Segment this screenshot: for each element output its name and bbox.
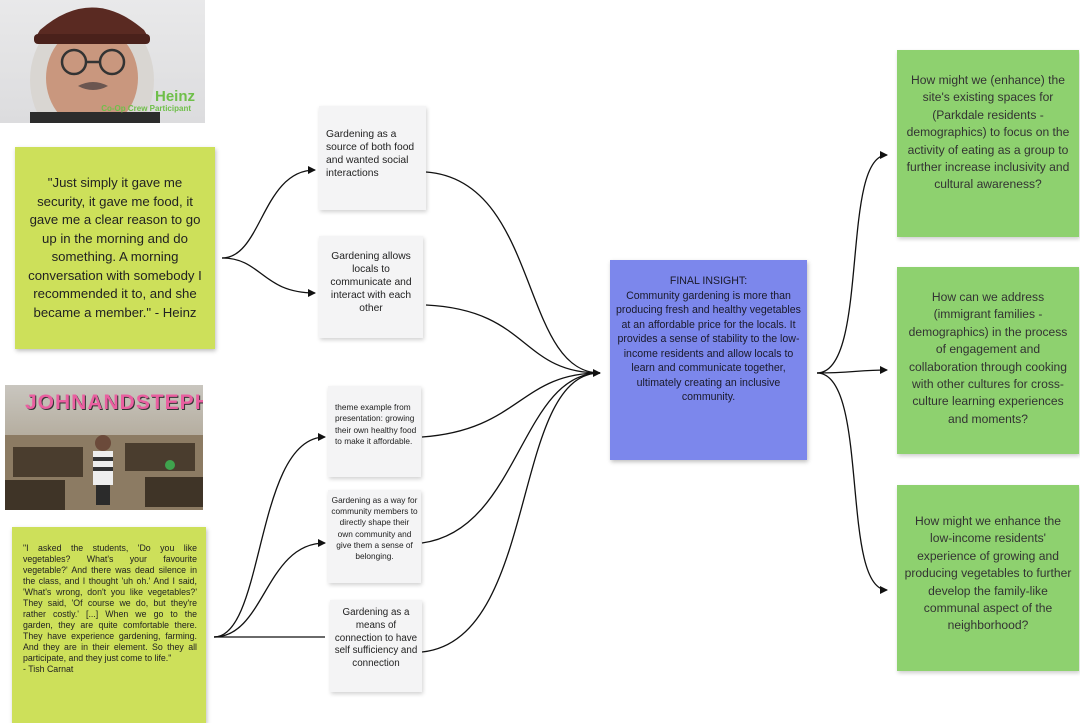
heinz-quote-note[interactable]: "Just simply it gave me security, it gav…	[15, 147, 215, 349]
theme-note-communicate[interactable]: Gardening allows locals to communicate a…	[319, 236, 423, 338]
arrow-tish-to-theme4	[213, 539, 326, 638]
arrow-tish-to-theme3	[213, 433, 326, 638]
tish-quote-text: "I asked the students, 'Do you like vege…	[23, 543, 197, 674]
hmw-text-low-income: How might we enhance the low-income resi…	[904, 514, 1072, 633]
hmw-text-cross-culture: How can we address (immigrant families -…	[908, 290, 1068, 426]
arrow-heinz-to-theme1	[221, 166, 316, 259]
theme-note-affordable[interactable]: theme example from presentation: growing…	[328, 386, 421, 477]
garden-photo: JOHNANDSTEPH	[5, 385, 203, 510]
theme-text-affordable: theme example from presentation: growing…	[335, 402, 417, 447]
theme-text-communicate: Gardening allows locals to communicate a…	[330, 251, 412, 314]
final-insight-title: FINAL INSIGHT:	[669, 275, 748, 287]
arrow-insight-to-hmw3	[816, 372, 888, 594]
arrow-theme3-to-insight	[421, 372, 601, 438]
arrow-theme4-to-insight	[421, 372, 601, 544]
theme-text-self-sufficiency: Gardening as a means of connection to ha…	[334, 607, 418, 670]
arrow-insight-to-hmw1	[816, 151, 888, 374]
hmw-note-eating-together[interactable]: How might we (enhance) the site's existi…	[897, 50, 1079, 237]
heinz-photo-name: Heinz	[154, 88, 195, 105]
garden-banner-text: JOHNANDSTEPH	[25, 391, 203, 414]
arrow-theme5-to-insight	[421, 369, 601, 653]
heinz-portrait-graphic	[30, 7, 160, 123]
theme-text-belonging: Gardening as a way for community members…	[331, 495, 418, 562]
heinz-photo-caption: Co-Op Crew Participant	[101, 104, 191, 113]
theme-note-belonging[interactable]: Gardening as a way for community members…	[328, 490, 421, 583]
arrow-theme1-to-insight	[425, 171, 601, 374]
theme-note-food-social[interactable]: Gardening as a source of both food and w…	[319, 106, 426, 210]
hmw-note-cross-culture[interactable]: How can we address (immigrant families -…	[897, 267, 1079, 454]
hmw-note-low-income[interactable]: How might we enhance the low-income resi…	[897, 485, 1079, 671]
heinz-photo: Heinz Co-Op Crew Participant	[0, 0, 205, 123]
arrow-theme2-to-insight	[425, 304, 601, 374]
arrow-heinz-to-theme2	[221, 257, 316, 297]
arrow-insight-to-hmw2	[816, 366, 888, 375]
final-insight-note[interactable]: FINAL INSIGHT: Community gardening is mo…	[610, 260, 807, 460]
theme-text-food-social: Gardening as a source of both food and w…	[326, 129, 415, 179]
garden-scene-graphic	[5, 435, 203, 510]
final-insight-body: Community gardening is more than produci…	[616, 289, 801, 404]
heinz-quote-text: "Just simply it gave me security, it gav…	[28, 175, 202, 320]
hmw-text-eating-together: How might we (enhance) the site's existi…	[906, 73, 1070, 192]
theme-note-self-sufficiency[interactable]: Gardening as a means of connection to ha…	[330, 600, 422, 692]
tish-quote-note[interactable]: "I asked the students, 'Do you like vege…	[12, 527, 206, 723]
